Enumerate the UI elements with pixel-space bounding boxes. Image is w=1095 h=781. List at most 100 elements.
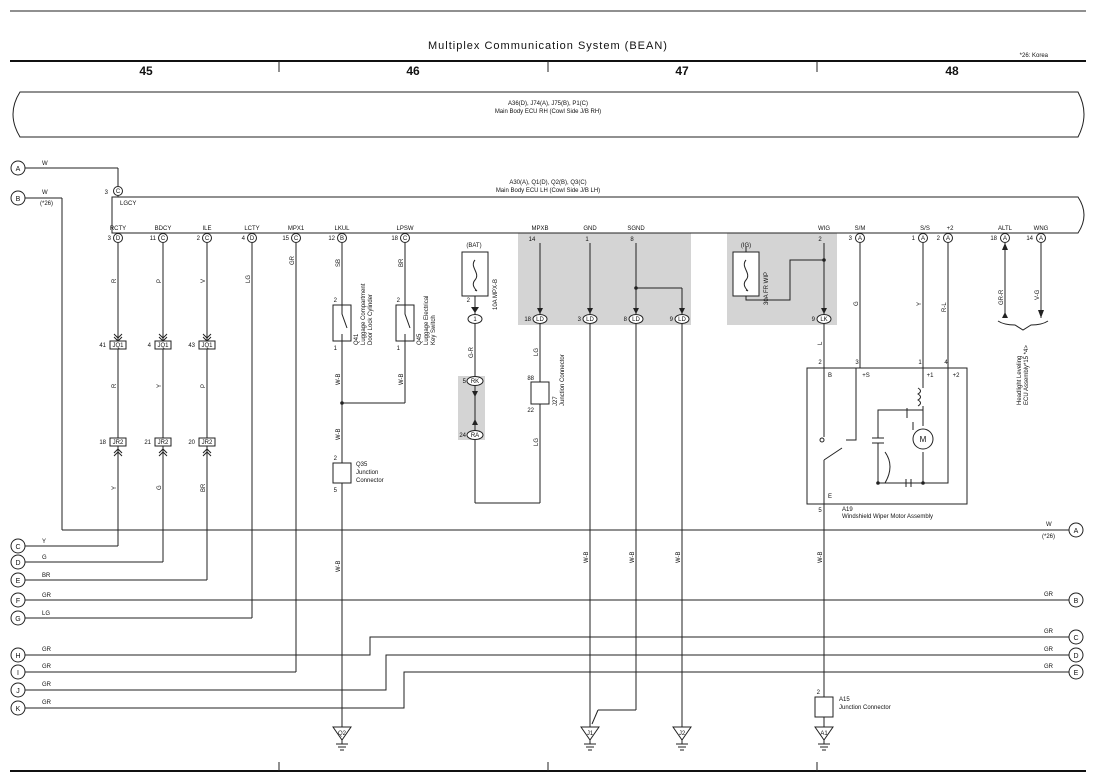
pin-number: 9 [812,317,816,323]
component-name: Windshield Wiper Motor Assembly [842,514,933,520]
ref-c-right [1068,629,1084,645]
pin-number: 9 [670,317,674,323]
ground-symbol [580,726,600,741]
arrow-icon [471,307,479,313]
pin-number: 2 [467,298,471,304]
wire-color: W-B [676,551,682,563]
motor-symbol [912,428,934,450]
wire [591,709,599,725]
pin-number: 5 [463,379,467,385]
pin-circle [1000,233,1010,243]
ref-letter: B [1074,598,1079,605]
junction-box [198,340,216,350]
connector-oval [582,314,598,324]
pin-circle [202,233,212,243]
pin-number: 2 [197,236,201,242]
pin-number: 1 [473,317,477,323]
pin-number: 43 [188,343,195,349]
wire-color: Y [112,486,118,490]
wire-color: L [818,341,824,345]
connector-arrow [113,448,123,457]
ref-letter: C [15,544,20,551]
wire-color: R [112,383,118,388]
component-id: A15 [839,697,850,703]
pin-circle [158,233,168,243]
ref-letter: D [1073,653,1078,660]
pin-number: 1 [334,346,338,352]
wire-color: GR [42,647,52,653]
pin-name: S/S [920,226,930,232]
pin-circle [918,233,928,243]
section-number: 45 [139,64,153,78]
wire-color: G-R [469,346,475,358]
pin-number: 21 [144,440,151,446]
ground-lines [676,740,688,751]
ref-b-right [1068,592,1084,608]
splice-dot [822,258,826,262]
pin-name: WNG [1034,226,1049,232]
coil-icon [917,387,921,407]
pin-name: MPXB [531,226,548,232]
component-name: Luggage Electrical [424,296,430,345]
switch-contact [341,305,348,341]
ref-letter: E [1074,670,1079,677]
wire-color: W-B [399,373,405,385]
component-name: Door Lock Cylinder [368,294,374,345]
pin-circle [337,233,347,243]
pin-number: 12 [328,236,335,242]
conn-letter: A [858,236,862,242]
ref-e-right [1068,664,1084,680]
motor-brush [906,408,914,430]
wire-color: G [42,555,47,561]
ref-letter: A [1074,528,1079,535]
pin-number: 4 [148,343,152,349]
wire-color: Y [42,539,46,545]
wire-color: GR [1044,664,1054,670]
breaker-icon [884,451,891,484]
conn-letter: JR2 [202,440,213,446]
wire-color: BR [201,483,207,492]
ground-label: J1 [587,731,594,737]
ref-letter: D [15,560,20,567]
switch-contact [404,305,411,341]
ecu-rh-block [12,91,1085,138]
pin-number: 88 [527,376,534,382]
wire [25,654,1069,691]
wire-color: LG [534,348,540,356]
junction-box [109,437,127,447]
pin-number: 8 [624,317,628,323]
ref-letter: E [16,578,21,585]
conn-letter: C [294,236,299,242]
wire-color: BR [42,573,51,579]
pin-number: 22 [527,408,534,414]
ecu-lh-connectors: A30(A), Q1(D), Q2(B), Q3(C) [509,180,586,186]
wire-color: W-B [818,551,824,563]
supply-label: (IG) [741,243,751,249]
pin-number: 3 [108,236,112,242]
ground-label: A1 [820,731,828,737]
component-name: Key Switch [431,315,437,345]
terminal-label: E [828,494,832,500]
conn-letter: JQ1 [157,343,169,349]
wire-color: G [854,301,860,306]
connector-oval [466,430,484,440]
pin-circle [113,233,123,243]
connector-oval [466,376,484,386]
wire-note: (*26) [1042,534,1055,540]
rcty-bdcy-ile-wires: R P V JQ1 JQ1 JQ1 41 4 43 R Y P JR2 JR2 … [99,243,216,580]
pin-number: 2 [397,298,401,304]
component-name: Junction Connector [839,705,891,711]
wire [745,247,824,301]
terminal-label: +2 [953,373,961,379]
wire-color: SB [336,259,342,267]
pin-name: LCTY [244,226,259,232]
pin-number: 24 [459,433,466,439]
conn-letter: C [403,236,408,242]
pin-number: 2 [817,690,821,696]
wire-color: LG [534,438,540,446]
component-id: Q35 [356,462,368,468]
pin-number: 18 [99,440,106,446]
wire-color: W [42,190,48,196]
wire-color: V-G [1035,289,1041,300]
